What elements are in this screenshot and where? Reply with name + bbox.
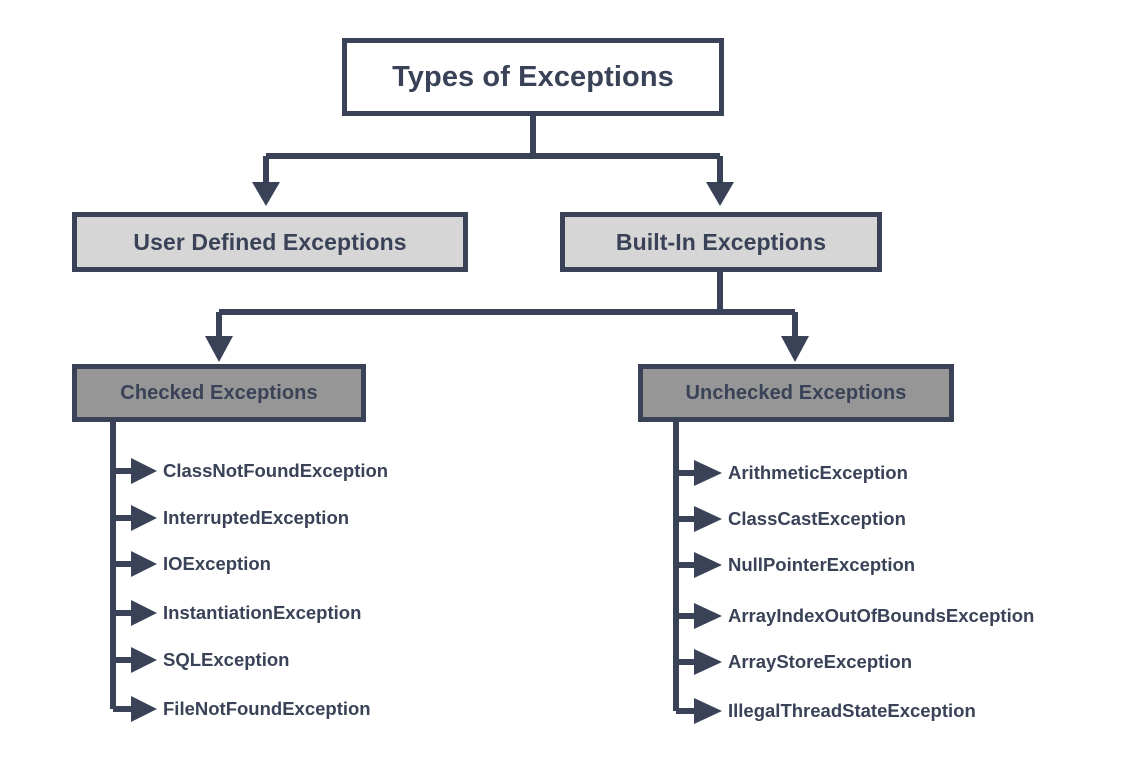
checked-branches xyxy=(113,468,133,712)
arrowheads xyxy=(205,182,809,362)
unchecked-arrowheads xyxy=(694,460,722,724)
arrowhead-checked-1 xyxy=(131,505,157,531)
leaf-label-checked-2: IOException xyxy=(163,552,271,574)
arrowhead-checked-5 xyxy=(131,696,157,722)
arrowhead-builtin xyxy=(706,182,734,206)
arrowhead-unchecked xyxy=(781,336,809,362)
leaf-label-checked-1: InterruptedException xyxy=(163,506,350,528)
arrowhead-checked-2 xyxy=(131,551,157,577)
leaf-label-unchecked-5: IllegalThreadStateException xyxy=(728,699,976,721)
arrowhead-unchecked-3 xyxy=(694,603,722,629)
arrowhead-unchecked-1 xyxy=(694,506,722,532)
leaf-label-unchecked-1: ClassCastException xyxy=(728,507,906,529)
node-built-in-exceptions: Built-In Exceptions xyxy=(560,212,882,272)
leaf-label-unchecked-4: ArrayStoreException xyxy=(728,650,913,672)
node-user-defined-exceptions: User Defined Exceptions xyxy=(72,212,468,272)
node-unchecked-exceptions: Unchecked Exceptions xyxy=(638,364,954,422)
arrowhead-userdefined xyxy=(252,182,280,206)
arrowhead-checked-4 xyxy=(131,647,157,673)
arrowhead-unchecked-4 xyxy=(694,649,722,675)
arrowhead-unchecked-0 xyxy=(694,460,722,486)
leaf-label-checked-5: FileNotFoundException xyxy=(163,697,371,719)
unchecked-branches xyxy=(676,470,696,714)
node-types-of-exceptions: Types of Exceptions xyxy=(342,38,724,116)
arrowhead-checked-3 xyxy=(131,600,157,626)
leaf-label-checked-3: InstantiationException xyxy=(163,601,362,623)
arrowhead-unchecked-5 xyxy=(694,698,722,724)
checked-arrowheads xyxy=(131,458,157,722)
leaf-label-unchecked-2: NullPointerException xyxy=(728,553,916,575)
leaf-label-unchecked-3: ArrayIndexOutOfBoundsException xyxy=(728,604,1035,626)
leaf-label-unchecked-0: ArithmeticException xyxy=(728,461,908,483)
node-checked-exceptions: Checked Exceptions xyxy=(72,364,366,422)
leaf-label-checked-0: ClassNotFoundException xyxy=(163,459,389,481)
arrowhead-unchecked-2 xyxy=(694,552,722,578)
leaf-label-checked-4: SQLException xyxy=(163,648,290,670)
arrowhead-checked-0 xyxy=(131,458,157,484)
arrowhead-checked xyxy=(205,336,233,362)
